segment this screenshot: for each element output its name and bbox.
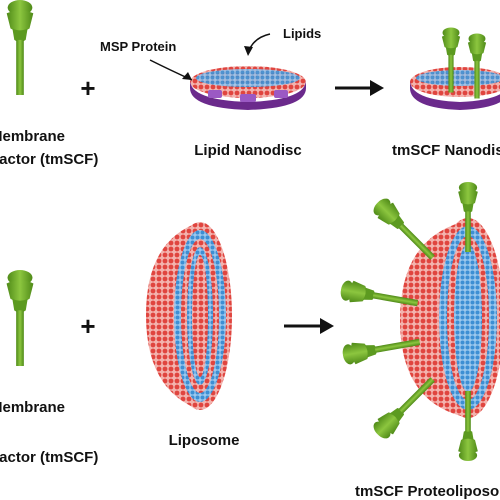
lipids-pointer-arrowhead <box>244 46 253 56</box>
tmscf-protein-row2 <box>6 270 34 366</box>
membrane-factor-label-row1-line1: Membrane <box>0 128 65 145</box>
plus-sign-row2: + <box>80 311 95 341</box>
tmscf-proteoliposomes-label: tmSCF Proteoliposomes <box>355 483 500 500</box>
nanodisc-label: Lipid Nanodisc <box>194 142 302 159</box>
liposome-label: Liposome <box>169 432 240 449</box>
tmscf-protein-row1 <box>6 0 34 95</box>
tmscf-nanodisc <box>410 27 500 110</box>
liposome <box>146 222 232 410</box>
msp-protein-label: MSP Protein <box>100 39 176 54</box>
membrane-factor-label-row2-line1: Membrane <box>0 399 65 416</box>
msp-pointer-arrowhead <box>182 72 192 80</box>
plus-sign-row1: + <box>80 73 95 103</box>
tmscf-nanodiscs-label: tmSCF Nanodiscs <box>392 142 500 159</box>
arrowhead-row2 <box>320 318 334 334</box>
membrane-factor-label-row2-line2: Factor (tmSCF) <box>0 449 98 466</box>
membrane-factor-label-row1-line2: Factor (tmSCF) <box>0 151 98 168</box>
tmscf-proteoliposome <box>339 182 500 461</box>
lipids-pointer-arrow <box>247 33 271 55</box>
lipid-nanodisc <box>190 66 306 110</box>
arrowhead-row1 <box>370 80 384 96</box>
lipids-label: Lipids <box>283 26 321 41</box>
